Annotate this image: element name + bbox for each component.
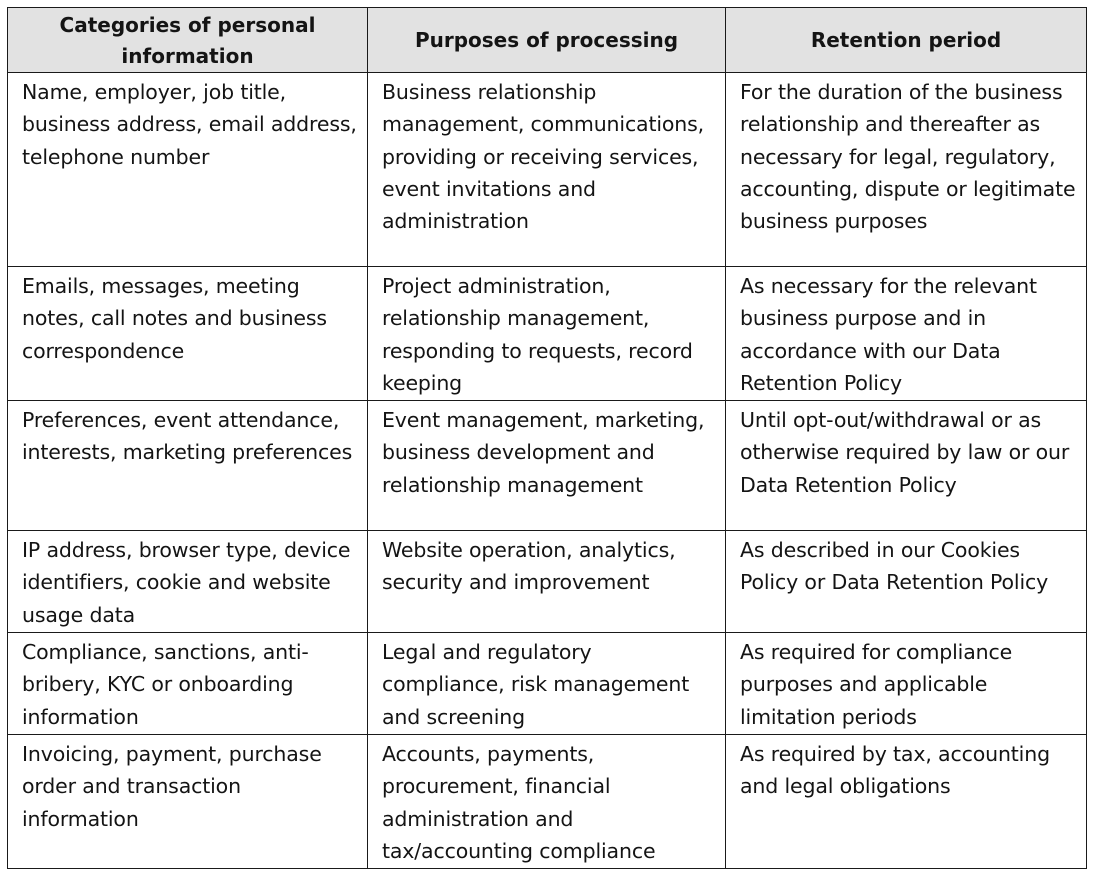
category-cell: IP address, browser type, device identif… xyxy=(7,530,368,634)
purpose-cell: Business relationship management, commun… xyxy=(367,72,726,267)
header-purposes: Purposes of processing xyxy=(367,7,726,73)
purpose-cell: Event management, marketing, business de… xyxy=(367,400,726,532)
category-cell: Invoicing, payment, purchase order and t… xyxy=(7,733,368,870)
category-cell: Preferences, event attendance, interests… xyxy=(7,400,368,532)
purpose-cell: Website operation, analytics, security a… xyxy=(367,530,726,634)
retention-cell: For the duration of the business relatio… xyxy=(725,72,1087,267)
purpose-cell: Project administration, relationship man… xyxy=(367,265,726,402)
retention-cell: As required for compliance purposes and … xyxy=(725,632,1087,735)
header-categories: Categories of personal information xyxy=(7,7,368,73)
retention-table: Categories of personal information Purpo… xyxy=(7,7,1087,870)
table-row: Name, employer, job title, business addr… xyxy=(7,72,1087,267)
header-retention: Retention period xyxy=(725,7,1087,73)
category-cell: Emails, messages, meeting notes, call no… xyxy=(7,265,368,402)
category-cell: Compliance, sanctions, anti-bribery, KYC… xyxy=(7,632,368,735)
table-row: IP address, browser type, device identif… xyxy=(7,530,1087,634)
purpose-cell: Accounts, payments, procurement, financi… xyxy=(367,733,726,870)
table-row: Preferences, event attendance, interests… xyxy=(7,400,1087,532)
category-cell: Name, employer, job title, business addr… xyxy=(7,72,368,267)
table-header-row: Categories of personal information Purpo… xyxy=(7,7,1087,73)
retention-cell: As necessary for the relevant business p… xyxy=(725,265,1087,402)
retention-cell: As described in our Cookies Policy or Da… xyxy=(725,530,1087,634)
retention-cell: Until opt-out/withdrawal or as otherwise… xyxy=(725,400,1087,532)
table-row: Compliance, sanctions, anti-bribery, KYC… xyxy=(7,632,1087,735)
table-row: Invoicing, payment, purchase order and t… xyxy=(7,733,1087,870)
purpose-cell: Legal and regulatory compliance, risk ma… xyxy=(367,632,726,735)
retention-cell: As required by tax, accounting and legal… xyxy=(725,733,1087,870)
table-row: Emails, messages, meeting notes, call no… xyxy=(7,265,1087,402)
